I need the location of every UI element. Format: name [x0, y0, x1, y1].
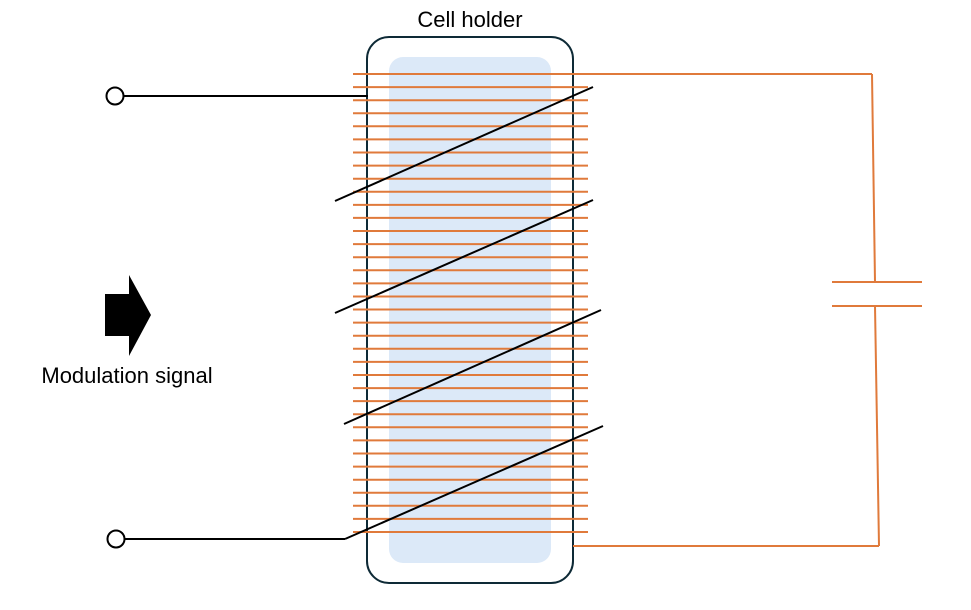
right-arrow-icon	[105, 275, 151, 356]
coil-turn-3	[343, 309, 602, 425]
coil-turn-4	[344, 425, 604, 540]
terminal-circle-icon	[105, 86, 125, 106]
modulation-coil	[124, 86, 604, 540]
diagram-title: Cell holder	[417, 7, 522, 32]
coil-windings	[353, 73, 588, 533]
coil-turn-1	[334, 86, 594, 202]
capacitor-circuit	[573, 73, 922, 547]
coil-turn-2	[334, 199, 594, 314]
terminal-circle-icon	[106, 529, 126, 549]
modulation-signal-label: Modulation signal	[41, 363, 212, 388]
right-upper-wire	[871, 73, 876, 283]
right-lower-wire	[874, 305, 880, 547]
